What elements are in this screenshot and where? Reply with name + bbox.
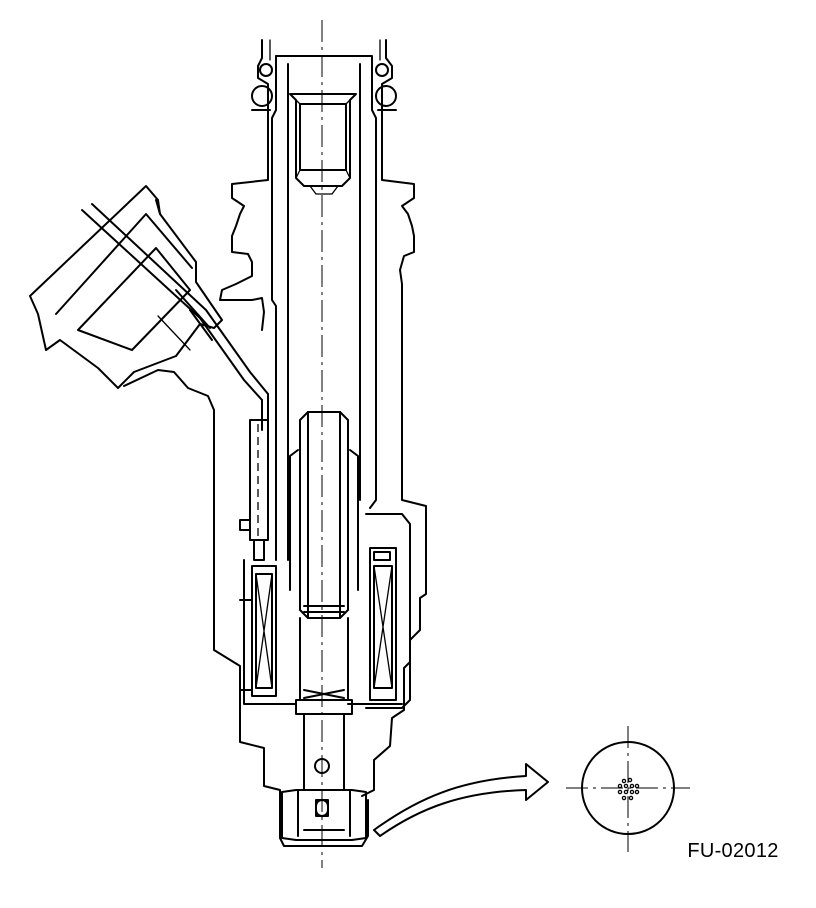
terminal-lead [239,393,277,561]
nozzle-valve-seat [281,713,367,841]
spray-hole-detail [566,726,690,852]
top-o-ring [251,63,397,111]
injector-body-outline [123,39,427,847]
armature-needle [289,411,359,715]
spray-holes [617,777,640,801]
electrical-connector [29,185,269,401]
inner-fuel-tube [269,39,381,561]
detail-arrow [373,763,549,837]
figure-code: FU-02012 [687,840,779,862]
solenoid-coil [239,513,411,709]
fuel-filter [289,93,357,195]
